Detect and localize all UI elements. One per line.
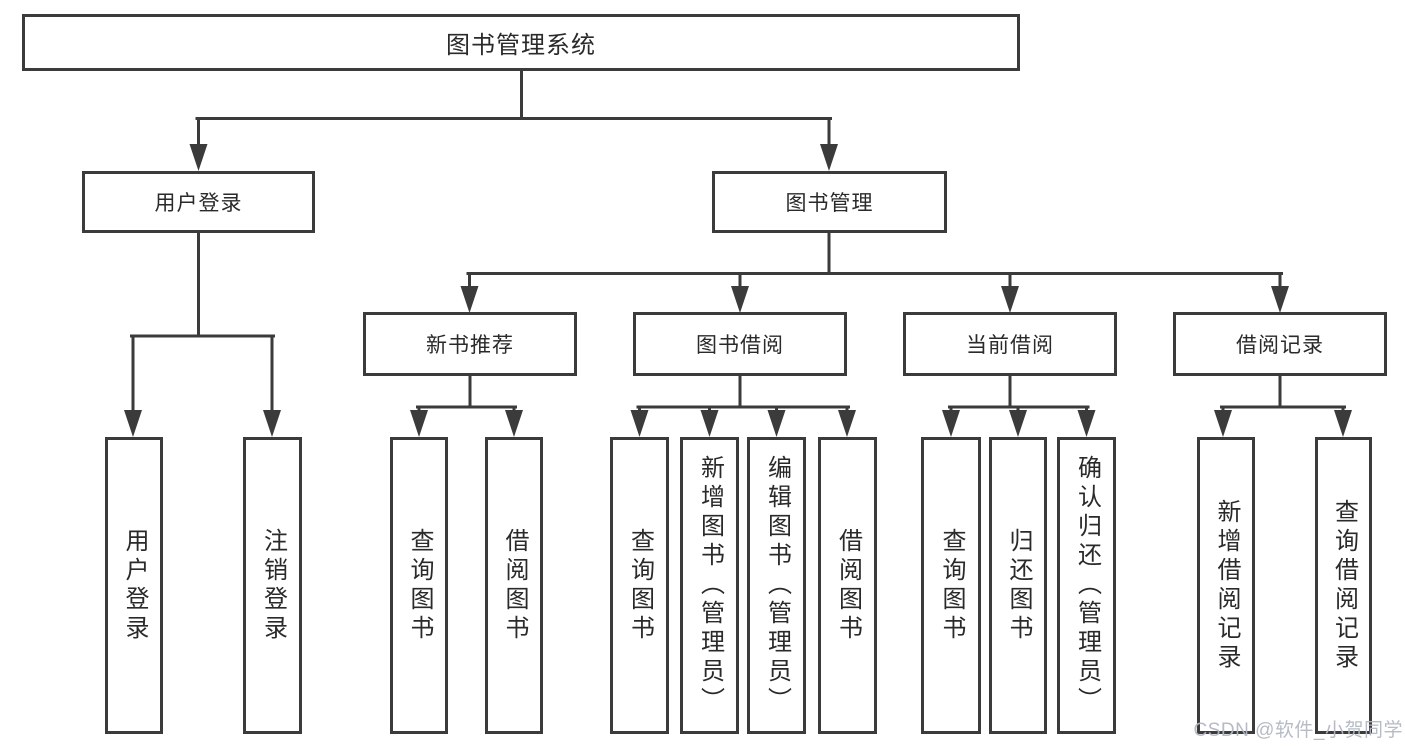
node-label: 借阅记录 (1236, 334, 1324, 357)
leaf-label: 确认归还（管理员） (1073, 455, 1101, 716)
node-label: 当前借阅 (966, 334, 1054, 357)
leaf-edit-books-admin: 编辑图书（管理员） (747, 437, 806, 734)
leaf-add-borrow-record: 新增借阅记录 (1197, 437, 1255, 734)
leaf-borrow-books: 借阅图书 (818, 437, 877, 734)
node-label: 新书推荐 (426, 334, 514, 357)
node-library-management-system: 图书管理系统 (22, 14, 1020, 71)
leaf-label: 编辑图书（管理员） (763, 455, 791, 716)
leaf-query-books-current: 查询图书 (921, 437, 981, 734)
arrowheads (124, 118, 1352, 437)
node-user-login: 用户登录 (82, 171, 315, 233)
node-label: 用户登录 (154, 192, 243, 215)
leaf-label: 查询借阅记录 (1330, 498, 1358, 673)
leaf-label: 注销登录 (259, 527, 287, 644)
leaf-logout: 注销登录 (243, 437, 302, 734)
node-book-management: 图书管理 (712, 171, 947, 233)
leaf-query-borrow-record: 查询借阅记录 (1315, 437, 1372, 734)
leaf-user-login: 用户登录 (105, 437, 163, 734)
node-label: 图书管理系统 (446, 32, 596, 59)
leaf-label: 借阅图书 (501, 527, 528, 644)
node-book-borrowing: 图书借阅 (633, 312, 847, 376)
leaf-label: 查询图书 (406, 527, 433, 644)
node-label: 图书管理 (785, 192, 874, 215)
node-current-borrowing: 当前借阅 (903, 312, 1117, 376)
leaf-return-books: 归还图书 (989, 437, 1047, 734)
leaf-borrow-books-recommend: 借阅图书 (485, 437, 543, 734)
leaf-label: 用户登录 (121, 527, 148, 644)
node-new-book-recommendation: 新书推荐 (363, 312, 577, 376)
node-label: 图书借阅 (696, 334, 784, 357)
leaf-query-books-borrowing: 查询图书 (610, 437, 669, 734)
node-borrowing-records: 借阅记录 (1173, 312, 1387, 376)
leaf-add-books-admin: 新增图书（管理员） (680, 437, 739, 734)
csdn-watermark: CSDN @软件_小贺同学 (1193, 720, 1403, 741)
leaf-label: 归还图书 (1005, 527, 1032, 644)
leaf-query-books-recommend: 查询图书 (390, 437, 448, 734)
leaf-label: 查询图书 (626, 527, 654, 644)
leaf-label: 新增借阅记录 (1213, 498, 1240, 673)
leaf-label: 新增图书（管理员） (696, 455, 724, 716)
leaf-confirm-return-admin: 确认归还（管理员） (1057, 437, 1116, 734)
leaf-label: 查询图书 (938, 527, 965, 644)
leaf-label: 借阅图书 (834, 527, 862, 644)
